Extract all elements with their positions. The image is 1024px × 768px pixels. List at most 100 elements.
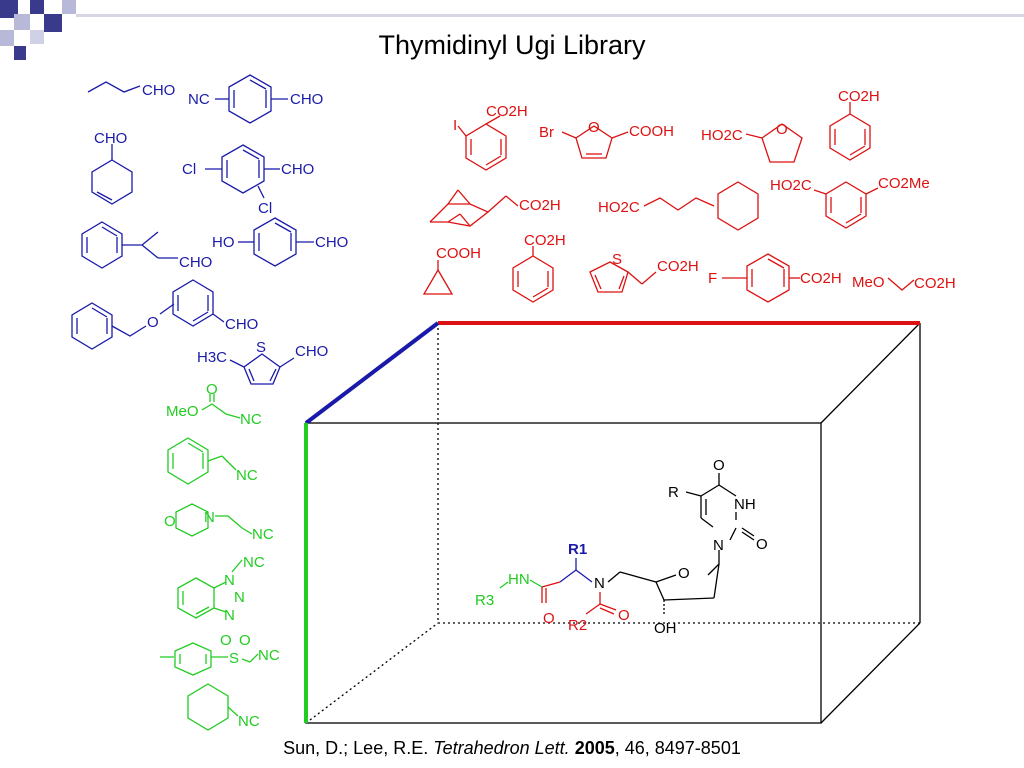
citation-authors: Sun, D.; Lee, R.E. <box>283 738 429 758</box>
citation-journal: Tetrahedron Lett. <box>433 738 570 758</box>
thiophene-acetic-s-label: S <box>612 251 622 268</box>
morpholine-o-label: O <box>164 513 176 530</box>
sugar-o-label: O <box>678 565 690 582</box>
morpholinoethyl-structure <box>175 503 253 537</box>
iodo-co2h-label: CO2H <box>486 103 528 120</box>
cyclohexylbutanoic-structure <box>643 181 759 231</box>
benzyl-nc-label: NC <box>236 467 258 484</box>
hydroxybenzaldehyde-structure <box>238 217 314 267</box>
morpholine-nc-label: NC <box>252 526 274 543</box>
r1-label: R1 <box>568 541 587 558</box>
benzotriazole-n3-label: N <box>224 607 235 624</box>
acyl-branch <box>585 592 617 615</box>
phenylbutanal-structure <box>81 221 178 269</box>
tosmic-structure <box>160 642 259 676</box>
benzoic-mid-co2h-label: CO2H <box>524 232 566 249</box>
dichlorobenzaldehyde-structure <box>205 144 280 199</box>
amide-r3-label: R3 <box>475 592 494 609</box>
fluoro-co2h-label: CO2H <box>800 270 842 287</box>
bromofuroic-structure <box>561 125 629 159</box>
dichloro-cl-bottom-label: Cl <box>258 200 272 217</box>
benzotriazole-n2-label: N <box>234 589 245 606</box>
thymine-ring <box>685 473 755 564</box>
carbonyl-left <box>541 581 561 603</box>
benzoic-top-structure <box>829 102 871 161</box>
thf-ho2c-label: HO2C <box>701 127 743 144</box>
benzotriazole-n1-label: N <box>224 572 235 589</box>
cyclohexene-aldehyde-structure <box>91 144 133 205</box>
acyl-r2-label: R2 <box>568 617 587 634</box>
thymine-n-label: N <box>713 537 724 554</box>
benzoic-mid-structure <box>512 246 554 303</box>
hydroxy-cho-label: CHO <box>315 234 348 251</box>
citation-year: 2005 <box>574 738 615 758</box>
tosmic-o2-label: O <box>239 632 251 649</box>
fluoro-f-label: F <box>708 270 717 287</box>
benzyloxybenzaldehyde-structure <box>71 279 225 350</box>
iodobenzoic-structure <box>457 115 507 171</box>
methoxy-co2h-label: CO2H <box>914 275 956 292</box>
isocyanoacetate-structure <box>201 394 241 419</box>
dichloro-cl-left-label: Cl <box>182 161 196 178</box>
amide-hn-label: HN <box>508 571 530 588</box>
isophthalic-structure <box>813 181 879 229</box>
thiophene-cho-label: CHO <box>295 343 328 360</box>
thymine-r-label: R <box>668 484 679 501</box>
library-cube <box>305 322 921 724</box>
cyclohexyl-nc-label: NC <box>238 713 260 730</box>
slide-title: Thymidinyl Ugi Library <box>378 30 646 60</box>
thymine-nh-label: NH <box>734 496 756 513</box>
bicyclic-acid-structure <box>429 189 519 227</box>
deoxyribose-ring <box>607 563 720 615</box>
cyclohexyl-isocyanide-structure <box>187 683 239 731</box>
isocyanoacetate-nc-label: NC <box>240 411 262 428</box>
benzotriazole-nc-label: NC <box>243 554 265 571</box>
furoic-cooh-label: COOH <box>629 123 674 140</box>
morpholine-n-label: N <box>204 509 215 526</box>
cyclopropane-structure <box>422 260 454 295</box>
aldehyde-set: CHO NC CHO CHO Cl CH <box>71 74 348 385</box>
bicyclic-co2h-label: CO2H <box>519 197 561 214</box>
isocyanide-set: O MeO NC NC O N NC <box>160 381 280 731</box>
tosmic-s-label: S <box>229 650 239 667</box>
furoic-br-label: Br <box>539 124 554 141</box>
ugi-product: O NH N O R O OH R1 <box>475 457 768 637</box>
isocyanoacetate-o-label: O <box>206 381 218 398</box>
thf-o-label: O <box>776 121 788 138</box>
methoxy-meo-label: MeO <box>852 274 885 291</box>
cyclohexene-cho-label: CHO <box>94 130 127 147</box>
isophthalic-ho2c-label: HO2C <box>770 177 812 194</box>
thiophene-aldehyde-structure <box>229 353 295 385</box>
cyclohexyl-ho2c-label: HO2C <box>598 199 640 216</box>
thiophene-acetic-co2h-label: CO2H <box>657 258 699 275</box>
tosmic-o1-label: O <box>220 632 232 649</box>
cyano-cho-label: CHO <box>290 91 323 108</box>
methoxyacetic-structure <box>887 277 915 291</box>
citation: Sun, D.; Lee, R.E. Tetrahedron Lett. 200… <box>0 738 1024 759</box>
cyanobenzaldehyde-structure <box>215 74 288 124</box>
acyl-o-label: O <box>618 607 630 624</box>
thiophene-h3c-label: H3C <box>197 349 227 366</box>
benzyl-isocyanide-structure <box>167 437 237 485</box>
thymine-o-right-label: O <box>756 536 768 553</box>
amide-branch <box>499 579 543 589</box>
sugar-oh-label: OH <box>654 620 677 637</box>
tosmic-nc-label: NC <box>258 647 280 664</box>
title-gradient-bar <box>76 14 1024 17</box>
thymine-o-top-label: O <box>713 457 725 474</box>
corner-squares-decoration <box>0 0 76 60</box>
isocyanoacetate-meo-label: MeO <box>166 403 199 420</box>
benzyloxy-cho-label: CHO <box>225 316 258 333</box>
cyano-nc-label: NC <box>188 91 210 108</box>
citation-details: , 46, 8497-8501 <box>614 738 741 758</box>
butanal-structure <box>87 81 141 93</box>
r1-branch <box>559 558 593 583</box>
benzyloxy-o-label: O <box>147 314 159 331</box>
thiophene-s-label: S <box>256 339 266 356</box>
amide-o-label: O <box>543 610 555 627</box>
thiophene-acetic-structure <box>589 261 657 293</box>
acid-set: I CO2H Br O COOH HO2C O CO2H <box>422 88 956 303</box>
amide-n-label: N <box>594 575 605 592</box>
fluorobenzoic-structure <box>722 253 800 303</box>
